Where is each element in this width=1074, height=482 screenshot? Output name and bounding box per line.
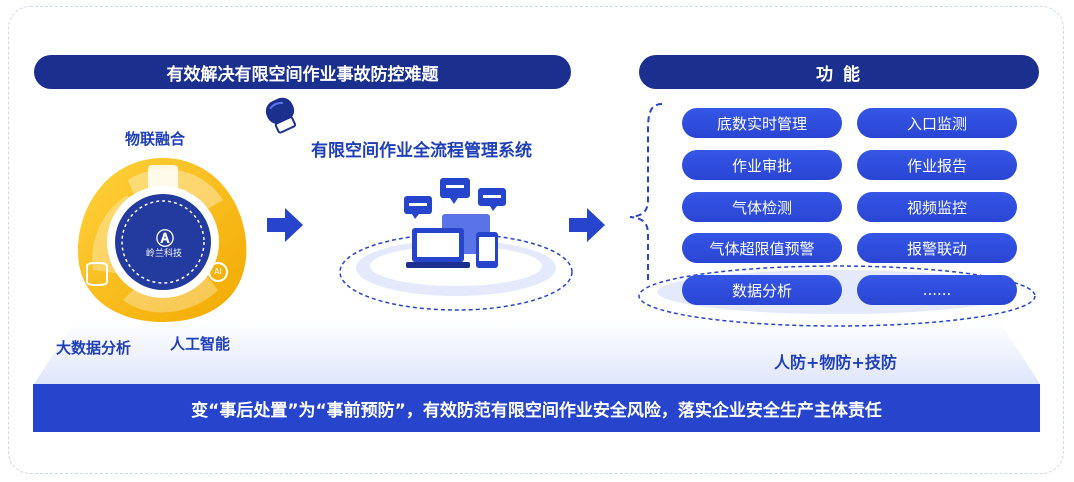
bigdata-label: 大数据分析 [56, 339, 132, 357]
ai-label: 人工智能 [170, 335, 231, 353]
iot-label: 物联融合 [125, 130, 186, 148]
iot-cubes-icon [148, 165, 178, 191]
function-item-gas-detection: 气体检测 [682, 192, 842, 222]
system-title: 有限空间作业全流程管理系统 [311, 141, 532, 161]
floor-gradient [34, 322, 1040, 384]
function-item-base-data: 底数实时管理 [682, 108, 842, 138]
left-banner: 有效解决有限空间作业事故防控难题 [34, 55, 571, 89]
defense-label: 人防+物防+技防 [774, 353, 897, 372]
triad-ring-graphic [77, 158, 247, 322]
function-item-more: ...... [857, 275, 1017, 305]
arrow-right-icon [569, 208, 605, 242]
function-item-alarm-linkage: 报警联动 [857, 233, 1017, 263]
ai-chip-icon: AI [208, 262, 228, 282]
bottom-statement: 变“事后处置”为“事前预防”，有效防范有限空间作业安全风险，落实企业安全生产主体… [33, 384, 1040, 432]
function-item-video-monitor: 视频监控 [857, 192, 1017, 222]
function-item-entrance-monitor: 入口监测 [857, 108, 1017, 138]
logo-text: 岭兰科技 [145, 249, 182, 259]
function-item-approval: 作业审批 [682, 150, 842, 180]
function-item-gas-alarm: 气体超限值预警 [682, 233, 842, 263]
function-item-report: 作业报告 [857, 150, 1017, 180]
arrow-right-icon [267, 208, 303, 242]
functions-banner: 功 能 [639, 55, 1039, 89]
logo-mark: Ⓐ [156, 229, 174, 250]
database-icon [86, 262, 108, 286]
devices-icon [404, 178, 506, 268]
function-item-data-analysis: 数据分析 [682, 275, 842, 305]
boxing-glove-icon [265, 97, 297, 134]
